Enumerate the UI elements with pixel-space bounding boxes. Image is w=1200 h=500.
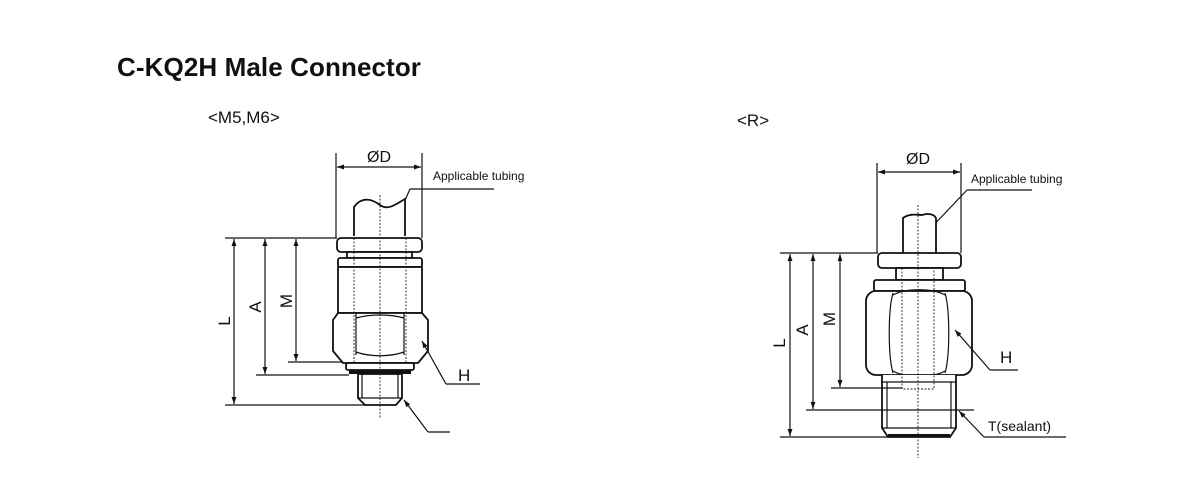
thread-label: T(sealant) [988,418,1051,434]
tubing-label: Applicable tubing [971,172,1062,186]
drawing-r: ØD Applicable tubing [770,151,1066,458]
diameter-label: ØD [906,151,930,168]
tubing-leader: Applicable tubing [927,172,1062,232]
diameter-dimension: ØD [876,151,962,253]
collet [895,267,944,281]
variant-label-m5-m6: <M5,M6> [208,108,280,127]
release-ring [336,237,423,253]
a-label: A [246,301,265,313]
length-label: L [770,338,789,347]
variant-label-r: <R> [737,111,770,130]
thread-leader [403,399,450,433]
page-title: C-KQ2H Male Connector [117,52,422,82]
release-ring [877,252,962,269]
m-label: M [277,294,296,308]
length-dimensions: L A M [770,252,974,438]
hex-label: H [1000,348,1012,367]
thread-leader: T(sealant) [958,410,1066,438]
tubing-label: Applicable tubing [433,169,524,183]
length-dimensions: L A M [215,237,366,406]
drawing-m5-m6: ØD Applicable tubing [215,149,524,433]
diameter-label: ØD [367,149,391,166]
hex-leader: H [421,340,480,385]
m-label: M [820,312,839,326]
tube [353,197,406,236]
male-thread [881,375,957,438]
hex-leader: H [954,329,1018,371]
hex-nut [865,289,973,377]
length-label: L [215,316,234,325]
diameter-dimension: ØD [335,149,423,238]
a-label: A [793,324,812,336]
tube [902,213,937,253]
tubing-leader: Applicable tubing [397,169,524,217]
hex-nut [332,312,429,364]
hex-label: H [458,366,470,385]
